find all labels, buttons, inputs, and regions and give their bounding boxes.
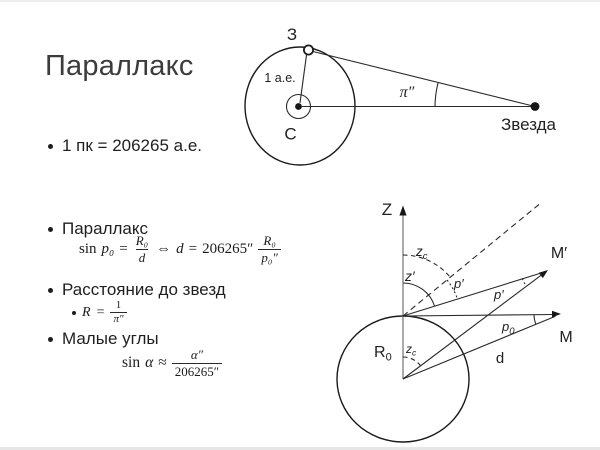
equals-sign: =: [119, 240, 128, 257]
slide-title: Параллакс: [45, 50, 194, 82]
zenith-axis-label: Z: [382, 200, 392, 219]
p0-label: p0: [501, 319, 515, 337]
fraction-r0-d: R₀ d: [133, 233, 151, 265]
formula-parallax: sin p₀ = R₀ d ⇔ d = 206265″ R₀ p₀″: [79, 233, 281, 265]
sun-label: С: [284, 125, 296, 144]
center-to-mprime-line: [402, 273, 544, 380]
parallax-angle-arc: [434, 82, 439, 107]
mprime-arrowhead: [538, 270, 548, 279]
bullet-marker: [48, 226, 53, 232]
bullet-parsec: 1 пк = 206265 а.е.: [48, 136, 202, 156]
pi-angle-label: π″: [400, 84, 415, 101]
bullet-small-angles: Малые углы: [48, 329, 159, 349]
pprime-observer-label: p′: [453, 276, 464, 291]
p0-arc: [533, 314, 537, 325]
numerator: R₀: [135, 233, 149, 248]
zprime-arc: [402, 282, 436, 307]
sub-bullet-marker: [72, 311, 76, 316]
observer-to-m-line: [402, 313, 555, 317]
fraction-alpha-206265: α″ 206265″: [171, 347, 223, 380]
earth-star-line: [312, 50, 536, 108]
bullet-distance: Расстояние до звезд: [48, 280, 226, 300]
bullet-parallax: Параллакс: [48, 219, 148, 239]
formula-distance: R = 1 π″: [72, 299, 127, 326]
sin-function: sin: [122, 354, 141, 372]
r-variable: R: [82, 304, 91, 320]
denominator: p₀″: [258, 248, 281, 266]
bullet-parallax-text: Параллакс: [62, 219, 149, 238]
bullet-distance-text: Расстояние до звезд: [62, 280, 226, 299]
r0-label: R0: [374, 344, 392, 364]
equals-sign: =: [96, 304, 105, 320]
p0-variable: p₀: [101, 240, 115, 257]
m-label: M: [559, 329, 572, 346]
zenith-diagram: Z zc z′ p′ p′ p0 M′ M d R0 zc: [336, 200, 573, 443]
pprime-star-arc: [521, 278, 527, 287]
denominator: d: [135, 248, 149, 266]
slide-top-edge: [0, 0, 600, 2]
numerator: α″: [190, 347, 204, 362]
bullet-parsec-text: 1 пк = 206265 а.е.: [62, 136, 203, 155]
fraction-1-pi: 1 π″: [110, 299, 127, 326]
zc-center-label: zc: [405, 342, 417, 358]
d-variable: d: [176, 240, 184, 257]
bullet-marker: [48, 143, 53, 149]
denominator: 206265″: [171, 362, 223, 380]
pprime-star-label: p′: [493, 287, 504, 302]
bullet-marker: [48, 287, 53, 293]
sun-dot: [295, 103, 302, 110]
zc-top-label: zc: [415, 244, 428, 262]
slide-bottom-edge: [0, 447, 600, 450]
coefficient: 206265″: [202, 240, 254, 257]
bullet-small-angles-text: Малые углы: [62, 329, 159, 348]
equals-sign: =: [188, 240, 198, 257]
numerator: 1: [115, 299, 122, 311]
numerator: R₀: [263, 233, 276, 248]
d-label: d: [496, 350, 504, 367]
center-to-m-distance-line: [402, 315, 556, 380]
sun-earth-radius-line: [299, 54, 308, 104]
orbit-diagram: З 1 а.е. С Звезда π″: [244, 25, 557, 166]
zenith-axis-arrowhead: [399, 205, 407, 216]
zc-center-arc: [402, 356, 422, 367]
approx-sign: ≈: [158, 354, 167, 372]
au-label: 1 а.е.: [264, 71, 295, 85]
alpha-variable: α: [145, 354, 154, 372]
pprime-observer-arc: [446, 279, 458, 299]
star-dot: [530, 102, 540, 111]
denominator: π″: [110, 312, 127, 326]
observer-to-mprime-line: [402, 270, 547, 317]
star-label: Звезда: [501, 115, 557, 134]
earth-label: З: [287, 25, 297, 44]
earth-dot: [302, 44, 314, 56]
fraction-r0-p0: R₀ p₀″: [258, 233, 281, 266]
zprime-label: z′: [404, 268, 416, 284]
bullet-marker: [48, 336, 53, 342]
sin-function: sin: [79, 240, 97, 257]
iff-arrow: ⇔: [156, 240, 172, 257]
m-arrowhead: [552, 310, 561, 318]
formula-small-angle: sin α ≈ α″ 206265″: [122, 347, 223, 380]
zc-top-arc: [402, 254, 451, 278]
mprime-label: M′: [551, 245, 567, 262]
